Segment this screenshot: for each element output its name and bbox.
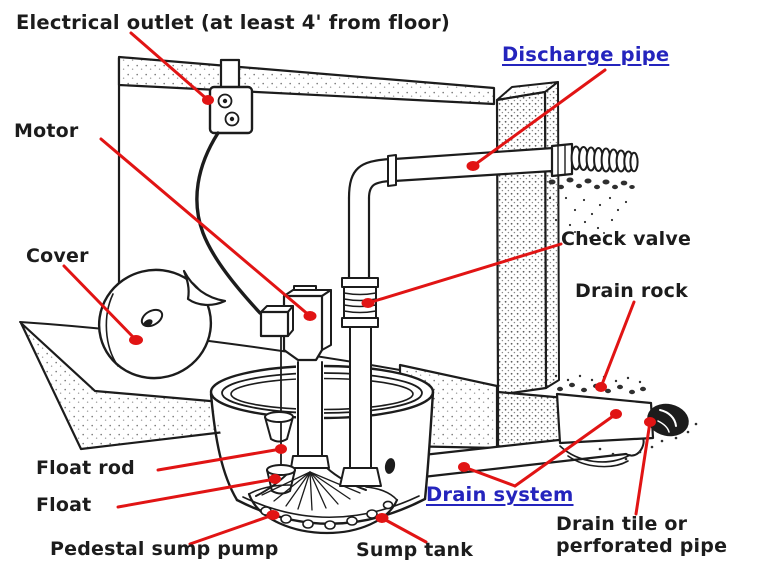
leader-lines	[62, 31, 656, 546]
label-drain-rock: Drain rock	[575, 280, 688, 302]
label-pedestal-sump-pump: Pedestal sump pump	[50, 538, 279, 560]
sill-board	[117, 55, 496, 106]
label-cover: Cover	[26, 245, 89, 267]
label-electrical-outlet: Electrical outlet (at least 4' from floo…	[16, 11, 451, 34]
float-drawing	[266, 464, 296, 495]
electrical-outlet-drawing	[208, 58, 254, 135]
label-motor: Motor	[14, 120, 79, 142]
drain-rock-backfill	[548, 177, 635, 239]
drain-tile-pipe	[554, 374, 698, 461]
flex-hose	[570, 145, 639, 173]
link-drain-system[interactable]: Drain system	[426, 483, 574, 506]
link-discharge-pipe[interactable]: Discharge pipe	[502, 43, 670, 66]
basement-wall	[19, 56, 498, 391]
concrete-wall	[495, 81, 560, 397]
label-float-rod: Float rod	[36, 457, 135, 479]
label-drain-tile-line1: Drain tile or	[556, 513, 688, 535]
label-sump-tank: Sump tank	[356, 539, 474, 561]
label-check-valve: Check valve	[561, 228, 692, 250]
label-drain-tile-line2: perforated pipe	[556, 535, 728, 557]
label-float: Float	[36, 494, 92, 516]
power-cord	[195, 131, 262, 315]
cover-disk	[97, 268, 227, 380]
motor-drawing	[259, 285, 332, 362]
check-valve-drawing	[341, 154, 397, 328]
